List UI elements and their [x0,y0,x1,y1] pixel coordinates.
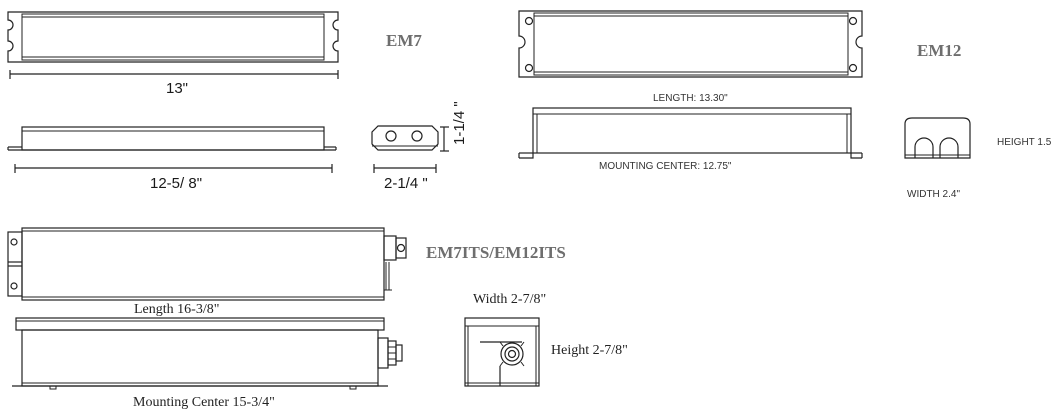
em12-end-view [904,117,971,159]
em7its-model-label: EM7ITS/EM12ITS [426,243,566,262]
em7-length-label: 13" [166,80,189,97]
em12-side-view [518,107,863,159]
em7its-length-label: Length 16-3/8" [134,302,220,317]
em7its-side-view [12,317,403,390]
em7-end-view [371,125,439,151]
em7-width-label: 2-1/4 " [384,175,428,192]
em7-side-view [7,126,337,151]
em7its-end-view [464,317,540,387]
em7-height-label: 1-1/4 " [451,101,468,145]
em12-model-label: EM12 [917,41,962,60]
em7-top-view [7,11,339,63]
em7-model-label: EM7 [386,31,422,50]
em7its-top-view [7,227,407,301]
em7-mounting-label: 12-5/ 8" [150,175,203,192]
em12-height-label: HEIGHT 1.5 [997,137,1052,148]
em7-mounting-dimension-line [14,164,333,173]
em7-width-dimension-line [373,164,437,173]
em12-length-label: LENGTH: 13.30" [653,93,728,104]
em12-width-label: WIDTH 2.4" [907,189,960,200]
em7-height-dimension-line [440,126,449,152]
em7its-width-label: Width 2-7/8" [473,292,547,307]
em7-length-dimension-line [9,70,339,79]
em12-top-view [518,10,863,78]
em12-mounting-label: MOUNTING CENTER: 12.75" [599,161,732,172]
em7its-mounting-label: Mounting Center 15-3/4" [133,395,275,410]
em7its-height-label: Height 2-7/8" [551,343,628,358]
